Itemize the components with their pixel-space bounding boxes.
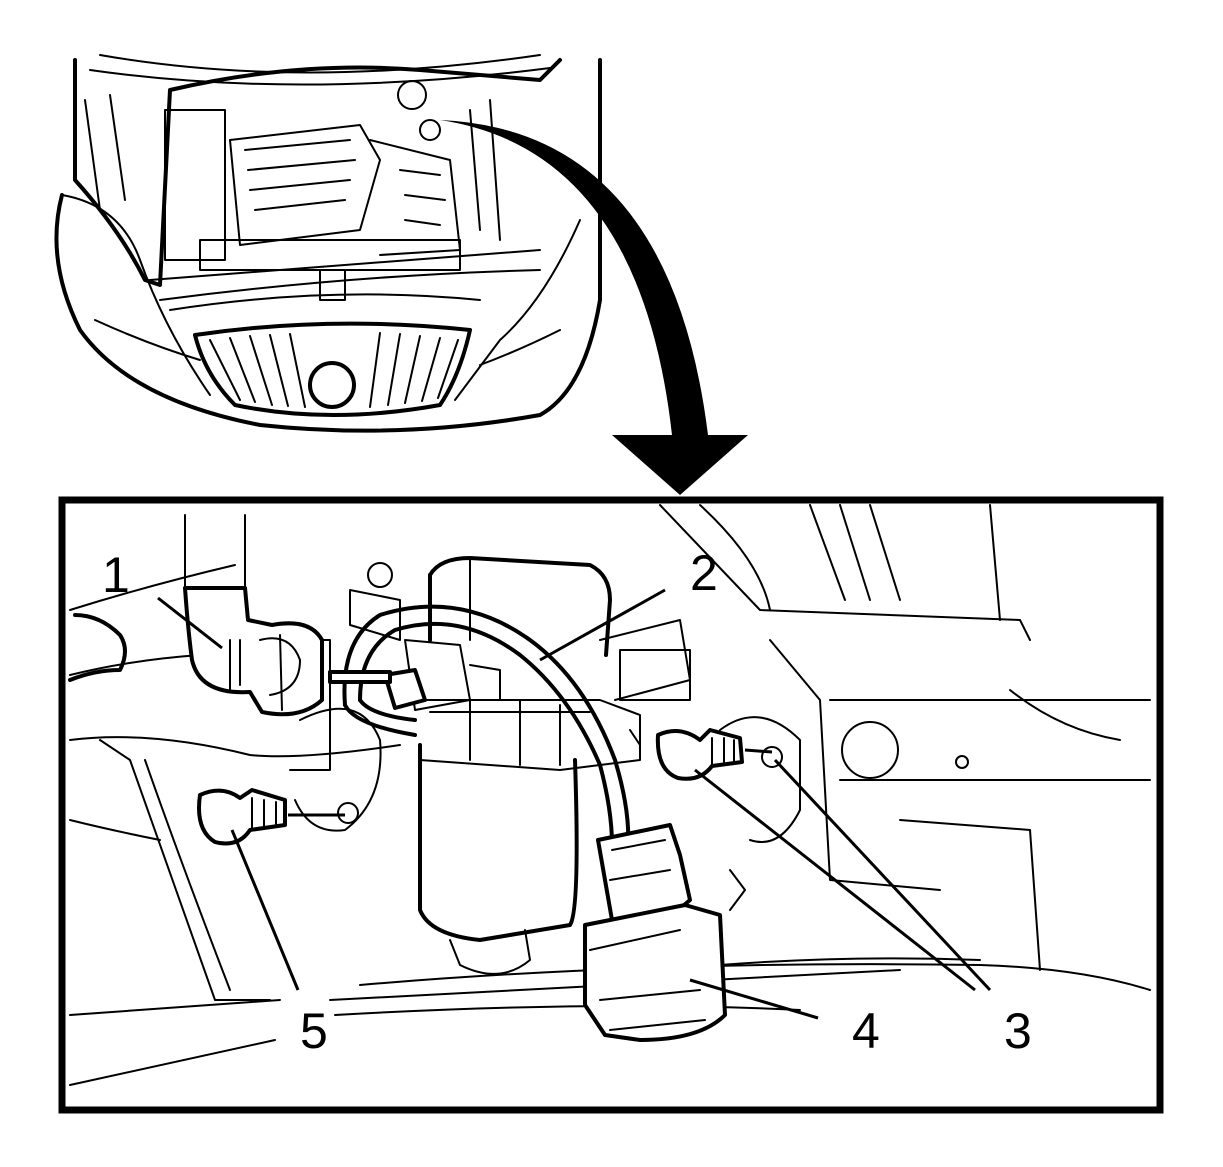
vehicle-overview	[54, 54, 602, 433]
callout-5: 5	[300, 1003, 328, 1059]
detail-view	[68, 504, 1151, 1086]
leader-1	[157, 596, 223, 650]
part-3-bolt	[655, 728, 773, 781]
callout-3: 3	[1004, 1003, 1032, 1059]
part-5-bolt	[197, 788, 345, 846]
callout-4: 4	[852, 1003, 880, 1059]
callout-2: 2	[690, 545, 718, 601]
callout-1: 1	[102, 547, 130, 603]
leader-2	[539, 588, 666, 662]
leader-5	[230, 829, 300, 991]
zoom-arrow	[440, 120, 748, 495]
leader-4	[689, 978, 819, 1020]
leader-3b	[773, 758, 992, 992]
part-1-hose-connector	[183, 586, 324, 717]
leader-3a	[694, 768, 976, 992]
part-4-electrical-connector	[583, 823, 727, 1042]
part-2-vacuum-hose	[328, 604, 631, 847]
